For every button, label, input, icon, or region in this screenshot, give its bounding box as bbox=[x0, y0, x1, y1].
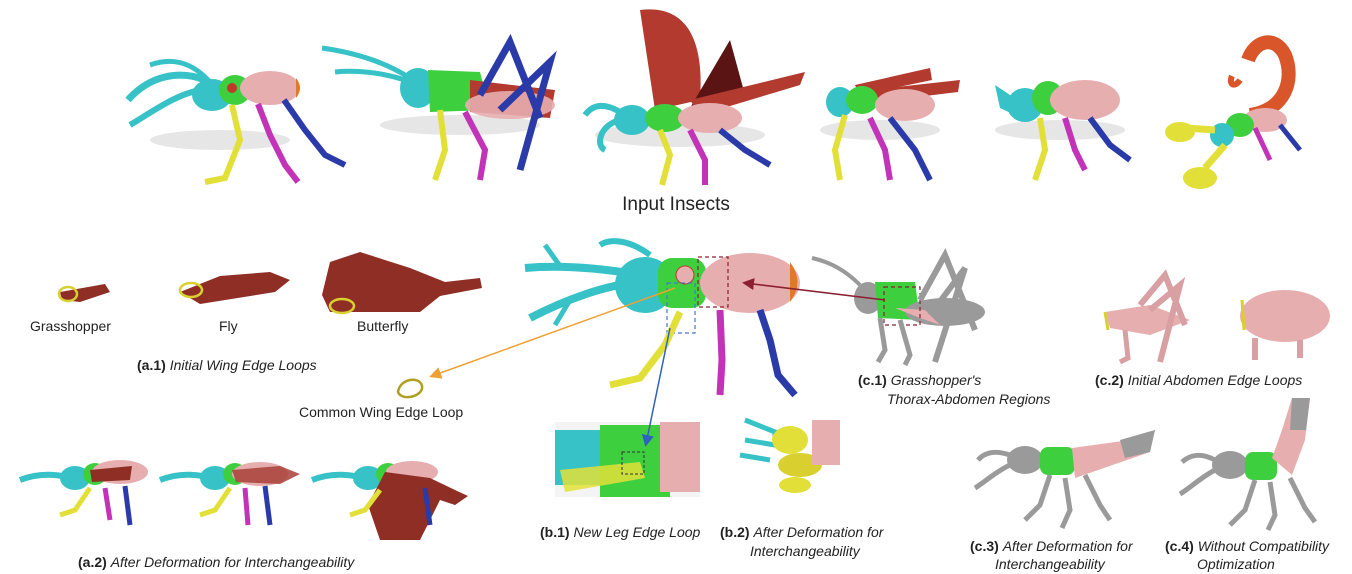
caption-c4: (c.4) Without Compatibility bbox=[1165, 538, 1329, 555]
input-insect-stag-beetle bbox=[128, 61, 345, 182]
caption-c1-text2: Thorax-Abdomen Regions bbox=[887, 391, 1050, 407]
caption-c4-tag: (c.4) bbox=[1165, 538, 1194, 554]
caption-b1-text: New Leg Edge Loop bbox=[573, 524, 700, 540]
caption-b2: (b.2) After Deformation for bbox=[720, 524, 883, 541]
caption-c3-text2: Interchangeability bbox=[995, 556, 1105, 572]
caption-c4-line2: Optimization bbox=[1197, 556, 1275, 573]
c1-grasshopper bbox=[812, 255, 985, 365]
b2-zoom-image bbox=[740, 410, 840, 495]
wing-label-fly: Fly bbox=[219, 318, 238, 335]
b1-zoom-image bbox=[555, 422, 700, 497]
caption-c1-text: Grasshopper's bbox=[891, 372, 982, 388]
wing-label-grasshopper: Grasshopper bbox=[30, 318, 111, 335]
wing-label-butterfly: Butterfly bbox=[357, 318, 408, 335]
input-insect-fly bbox=[820, 68, 960, 180]
figure-title: Input Insects bbox=[0, 194, 1352, 216]
caption-c3: (c.3) After Deformation for bbox=[970, 538, 1133, 555]
c3-beetle-grasshopper-abdomen bbox=[975, 430, 1155, 528]
c2-beetle-abdomen bbox=[1240, 290, 1330, 360]
a2-beetle-grasshopper-wing bbox=[20, 460, 148, 525]
caption-b2-tag: (b.2) bbox=[720, 524, 750, 540]
common-wing-label: Common Wing Edge Loop bbox=[299, 404, 463, 421]
a2-beetle-butterfly-wing bbox=[312, 461, 468, 540]
caption-a1: (a.1) Initial Wing Edge Loops bbox=[137, 357, 317, 374]
caption-c4-text2: Optimization bbox=[1197, 556, 1275, 572]
input-insect-butterfly bbox=[585, 9, 805, 185]
caption-c2: (c.2) Initial Abdomen Edge Loops bbox=[1095, 372, 1302, 389]
common-wing-edge-loop bbox=[398, 380, 422, 397]
caption-a2-text: After Deformation for Interchangeability bbox=[111, 554, 355, 570]
caption-c1-line2: Thorax-Abdomen Regions bbox=[887, 391, 1050, 408]
wing-fly bbox=[180, 272, 290, 304]
arrow-to-common-wing bbox=[432, 288, 675, 376]
caption-b2-text: After Deformation for bbox=[753, 524, 883, 540]
caption-c2-tag: (c.2) bbox=[1095, 372, 1124, 388]
c2-grasshopper-abdomen bbox=[1105, 275, 1190, 362]
wing-butterfly bbox=[322, 252, 482, 313]
caption-a1-text: Initial Wing Edge Loops bbox=[170, 357, 317, 373]
c4-beetle-unoptimized bbox=[1180, 398, 1315, 530]
caption-c2-text: Initial Abdomen Edge Loops bbox=[1128, 372, 1303, 388]
caption-a2-tag: (a.2) bbox=[78, 554, 107, 570]
caption-c1-tag: (c.1) bbox=[858, 372, 887, 388]
input-insect-scorpion bbox=[1165, 42, 1300, 189]
input-insect-grasshopper bbox=[322, 42, 555, 180]
caption-b1: (b.1) New Leg Edge Loop bbox=[540, 524, 700, 541]
caption-b2-line2: Interchangeability bbox=[750, 543, 860, 560]
a2-beetle-fly-wing bbox=[160, 462, 300, 525]
input-insect-rhino-beetle bbox=[995, 80, 1130, 180]
caption-c3-tag: (c.3) bbox=[970, 538, 999, 554]
caption-c3-line2: Interchangeability bbox=[995, 556, 1105, 573]
caption-c3-text: After Deformation for bbox=[1003, 538, 1133, 554]
wing-grasshopper bbox=[59, 284, 110, 302]
caption-b2-text2: Interchangeability bbox=[750, 543, 860, 559]
caption-c4-text: Without Compatibility bbox=[1198, 538, 1329, 554]
caption-a1-tag: (a.1) bbox=[137, 357, 166, 373]
caption-c1: (c.1) Grasshopper's bbox=[858, 372, 981, 389]
caption-b1-tag: (b.1) bbox=[540, 524, 570, 540]
center-beetle bbox=[525, 241, 800, 395]
caption-a2: (a.2) After Deformation for Interchangea… bbox=[78, 554, 354, 571]
